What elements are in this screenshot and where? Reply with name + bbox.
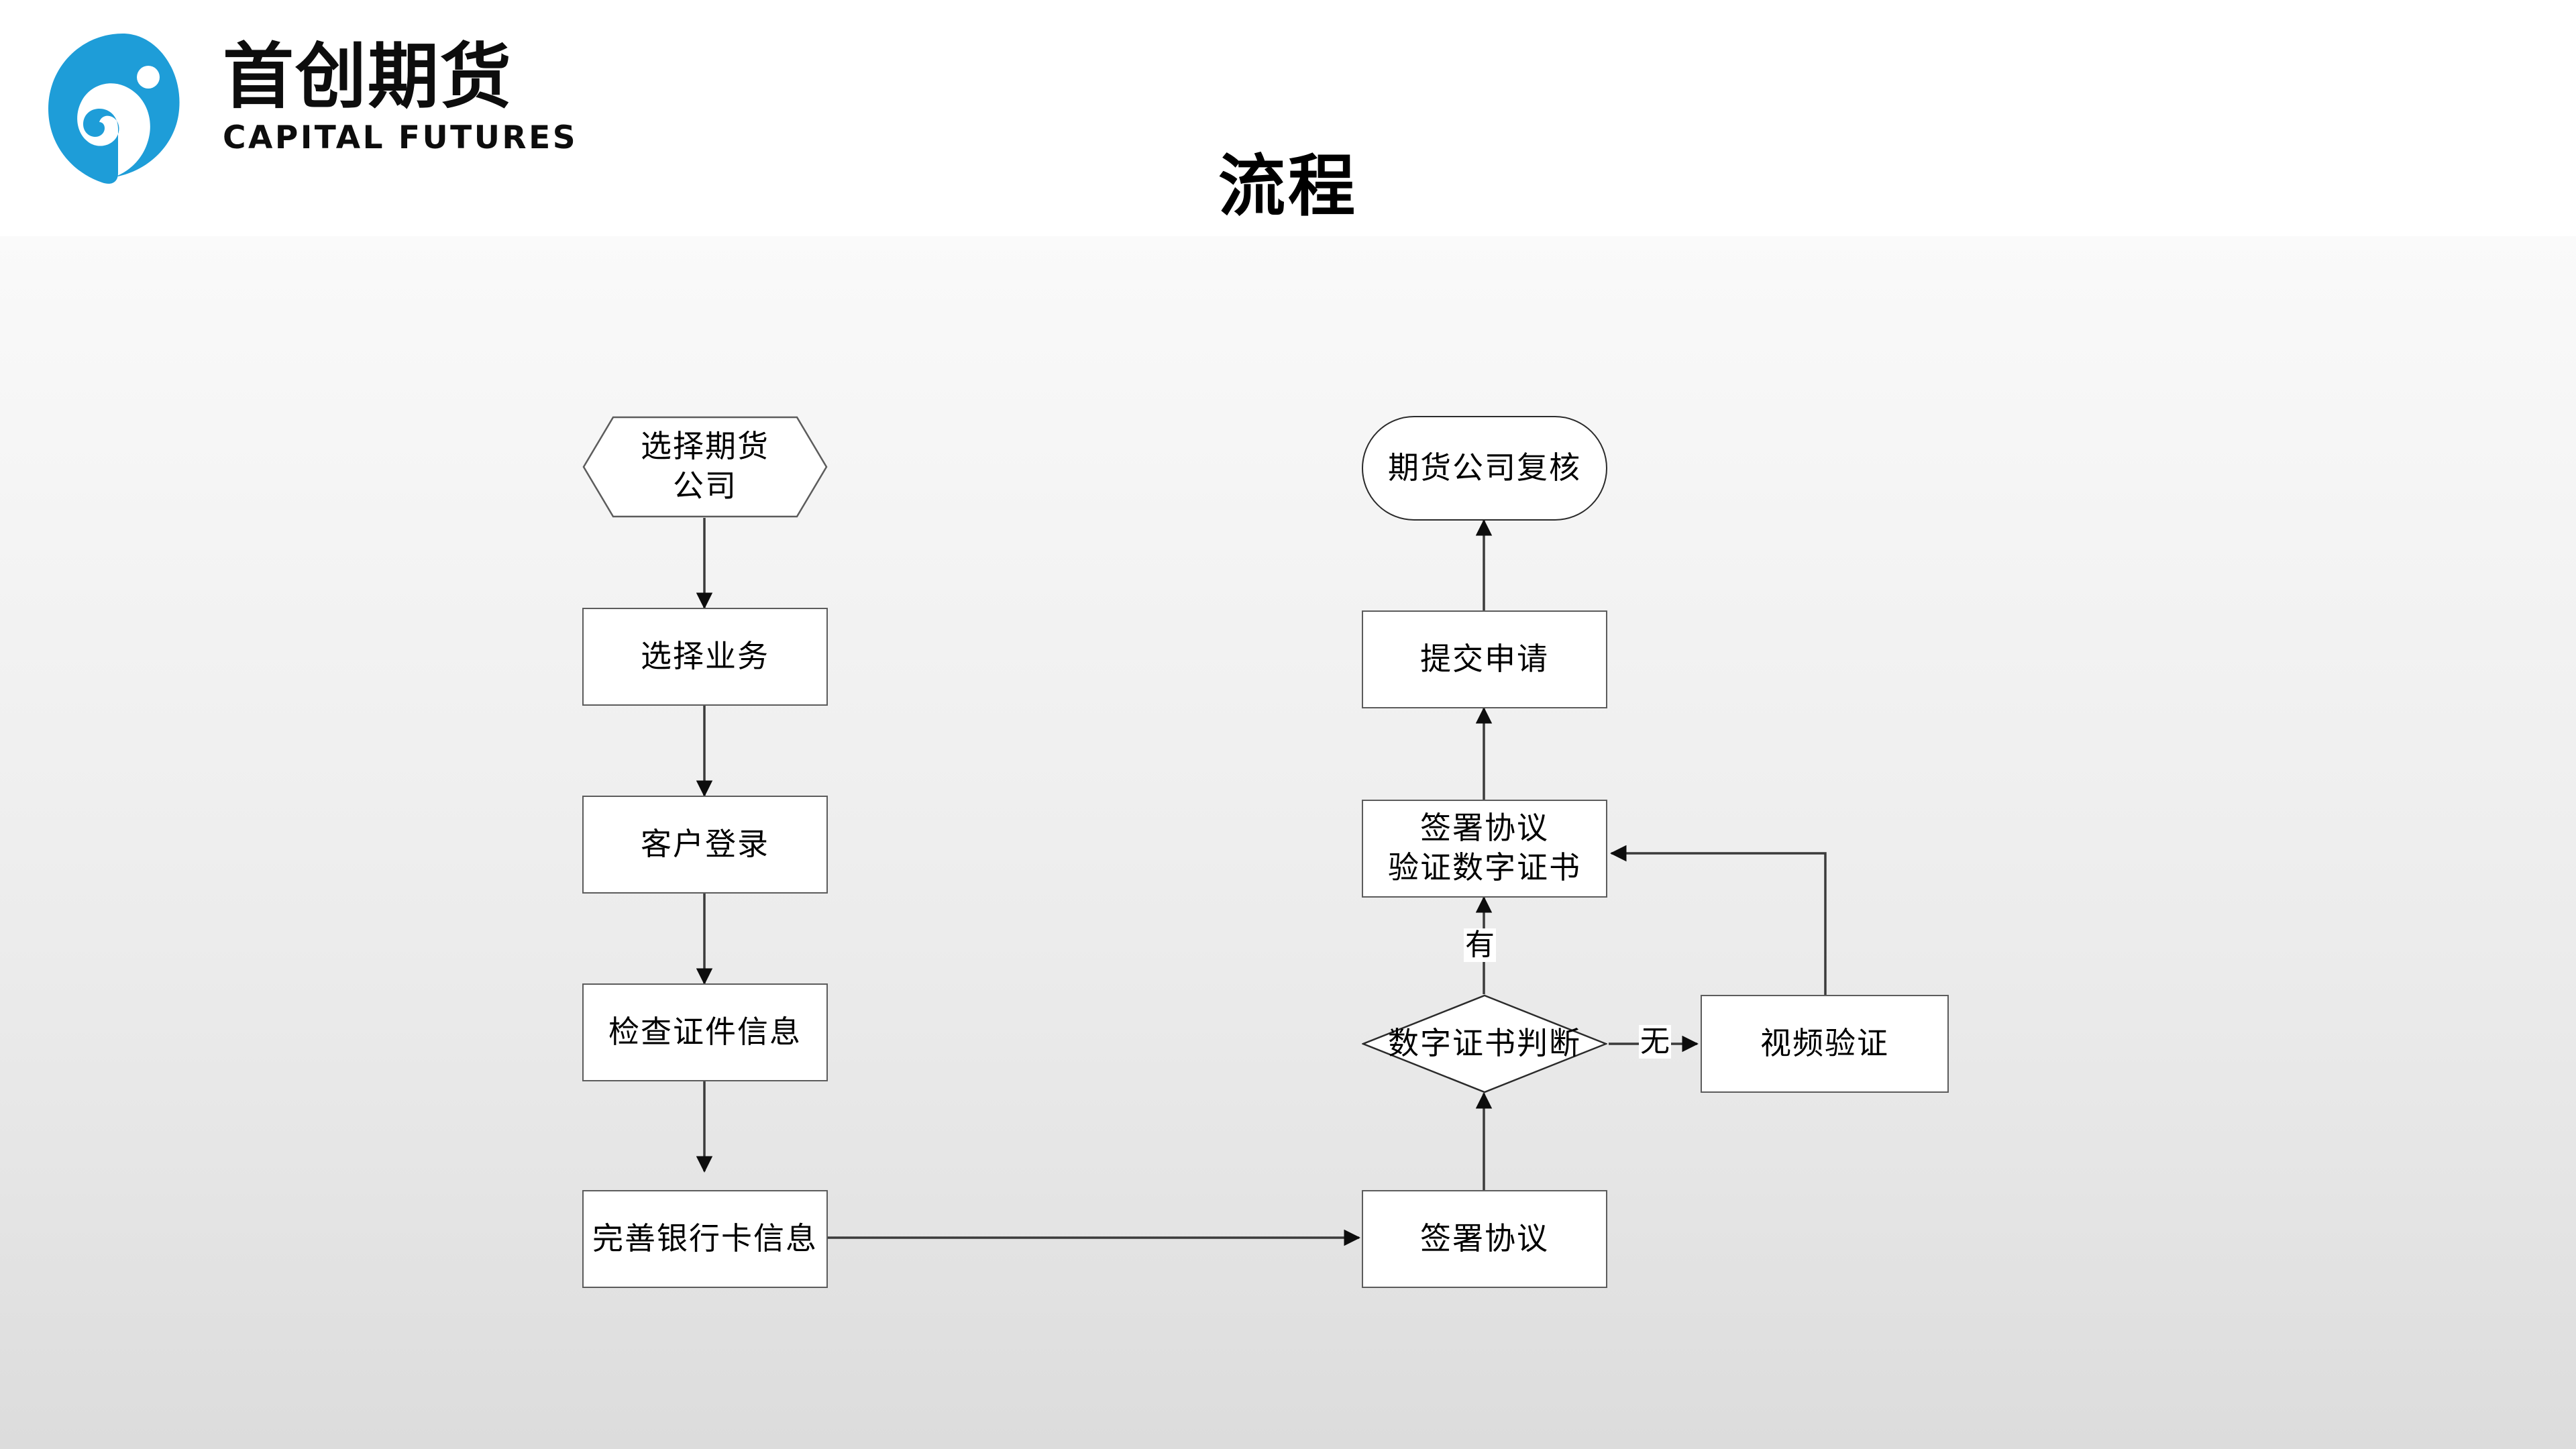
edge-video-verify-to-sign-verify-cert [1610, 845, 1827, 995]
brand-logo: 首创期货 CAPITAL FUTURES [0, 0, 578, 228]
node-label: 视频验证 [1760, 1026, 1889, 1061]
brand-name-cn: 首创期货 [223, 36, 513, 118]
node-video-verify[interactable]: 视频验证 [1701, 995, 1949, 1093]
page-title: 流程 [1218, 147, 1358, 225]
brand-name-en: CAPITAL FUTURES [223, 119, 578, 157]
node-label: 签署协议 验证数字证书 [1388, 811, 1581, 885]
node-label: 检查证件信息 [608, 1014, 802, 1049]
node-label: 选择业务 [641, 639, 769, 674]
node-select-futures-company[interactable]: 选择期货 公司 [582, 416, 828, 518]
node-label: 客户登录 [641, 826, 769, 861]
node-label: 期货公司复核 [1388, 450, 1581, 485]
node-label: 提交申请 [1420, 641, 1549, 676]
node-submit-application[interactable]: 提交申请 [1362, 610, 1607, 708]
node-label: 签署协议 [1420, 1221, 1549, 1256]
node-cert-decision[interactable]: 数字证书判断 [1362, 994, 1607, 1093]
node-label: 数字证书判断 [1388, 1026, 1581, 1061]
node-label: 选择期货 公司 [641, 429, 769, 503]
edge-label-has-certificate: 有 [1464, 928, 1496, 962]
capital-futures-circle-mark-icon [48, 34, 180, 184]
header-band: 首创期货 CAPITAL FUTURES 流程 [0, 0, 2576, 236]
node-customer-login[interactable]: 客户登录 [582, 796, 828, 894]
node-sign-agreement[interactable]: 签署协议 [1362, 1190, 1607, 1288]
node-complete-bank-card[interactable]: 完善银行卡信息 [582, 1190, 828, 1288]
brand-wordmark: 首创期货 CAPITAL FUTURES [223, 36, 578, 157]
node-company-review[interactable]: 期货公司复核 [1362, 416, 1607, 521]
hexagon-shape-icon [582, 416, 828, 518]
node-sign-verify-cert[interactable]: 签署协议 验证数字证书 [1362, 800, 1607, 898]
node-label: 完善银行卡信息 [592, 1221, 818, 1256]
node-select-business[interactable]: 选择业务 [582, 608, 828, 706]
edge-label-no-certificate: 无 [1639, 1025, 1671, 1059]
node-check-id-info[interactable]: 检查证件信息 [582, 983, 828, 1081]
diamond-shape-icon [1362, 994, 1607, 1093]
